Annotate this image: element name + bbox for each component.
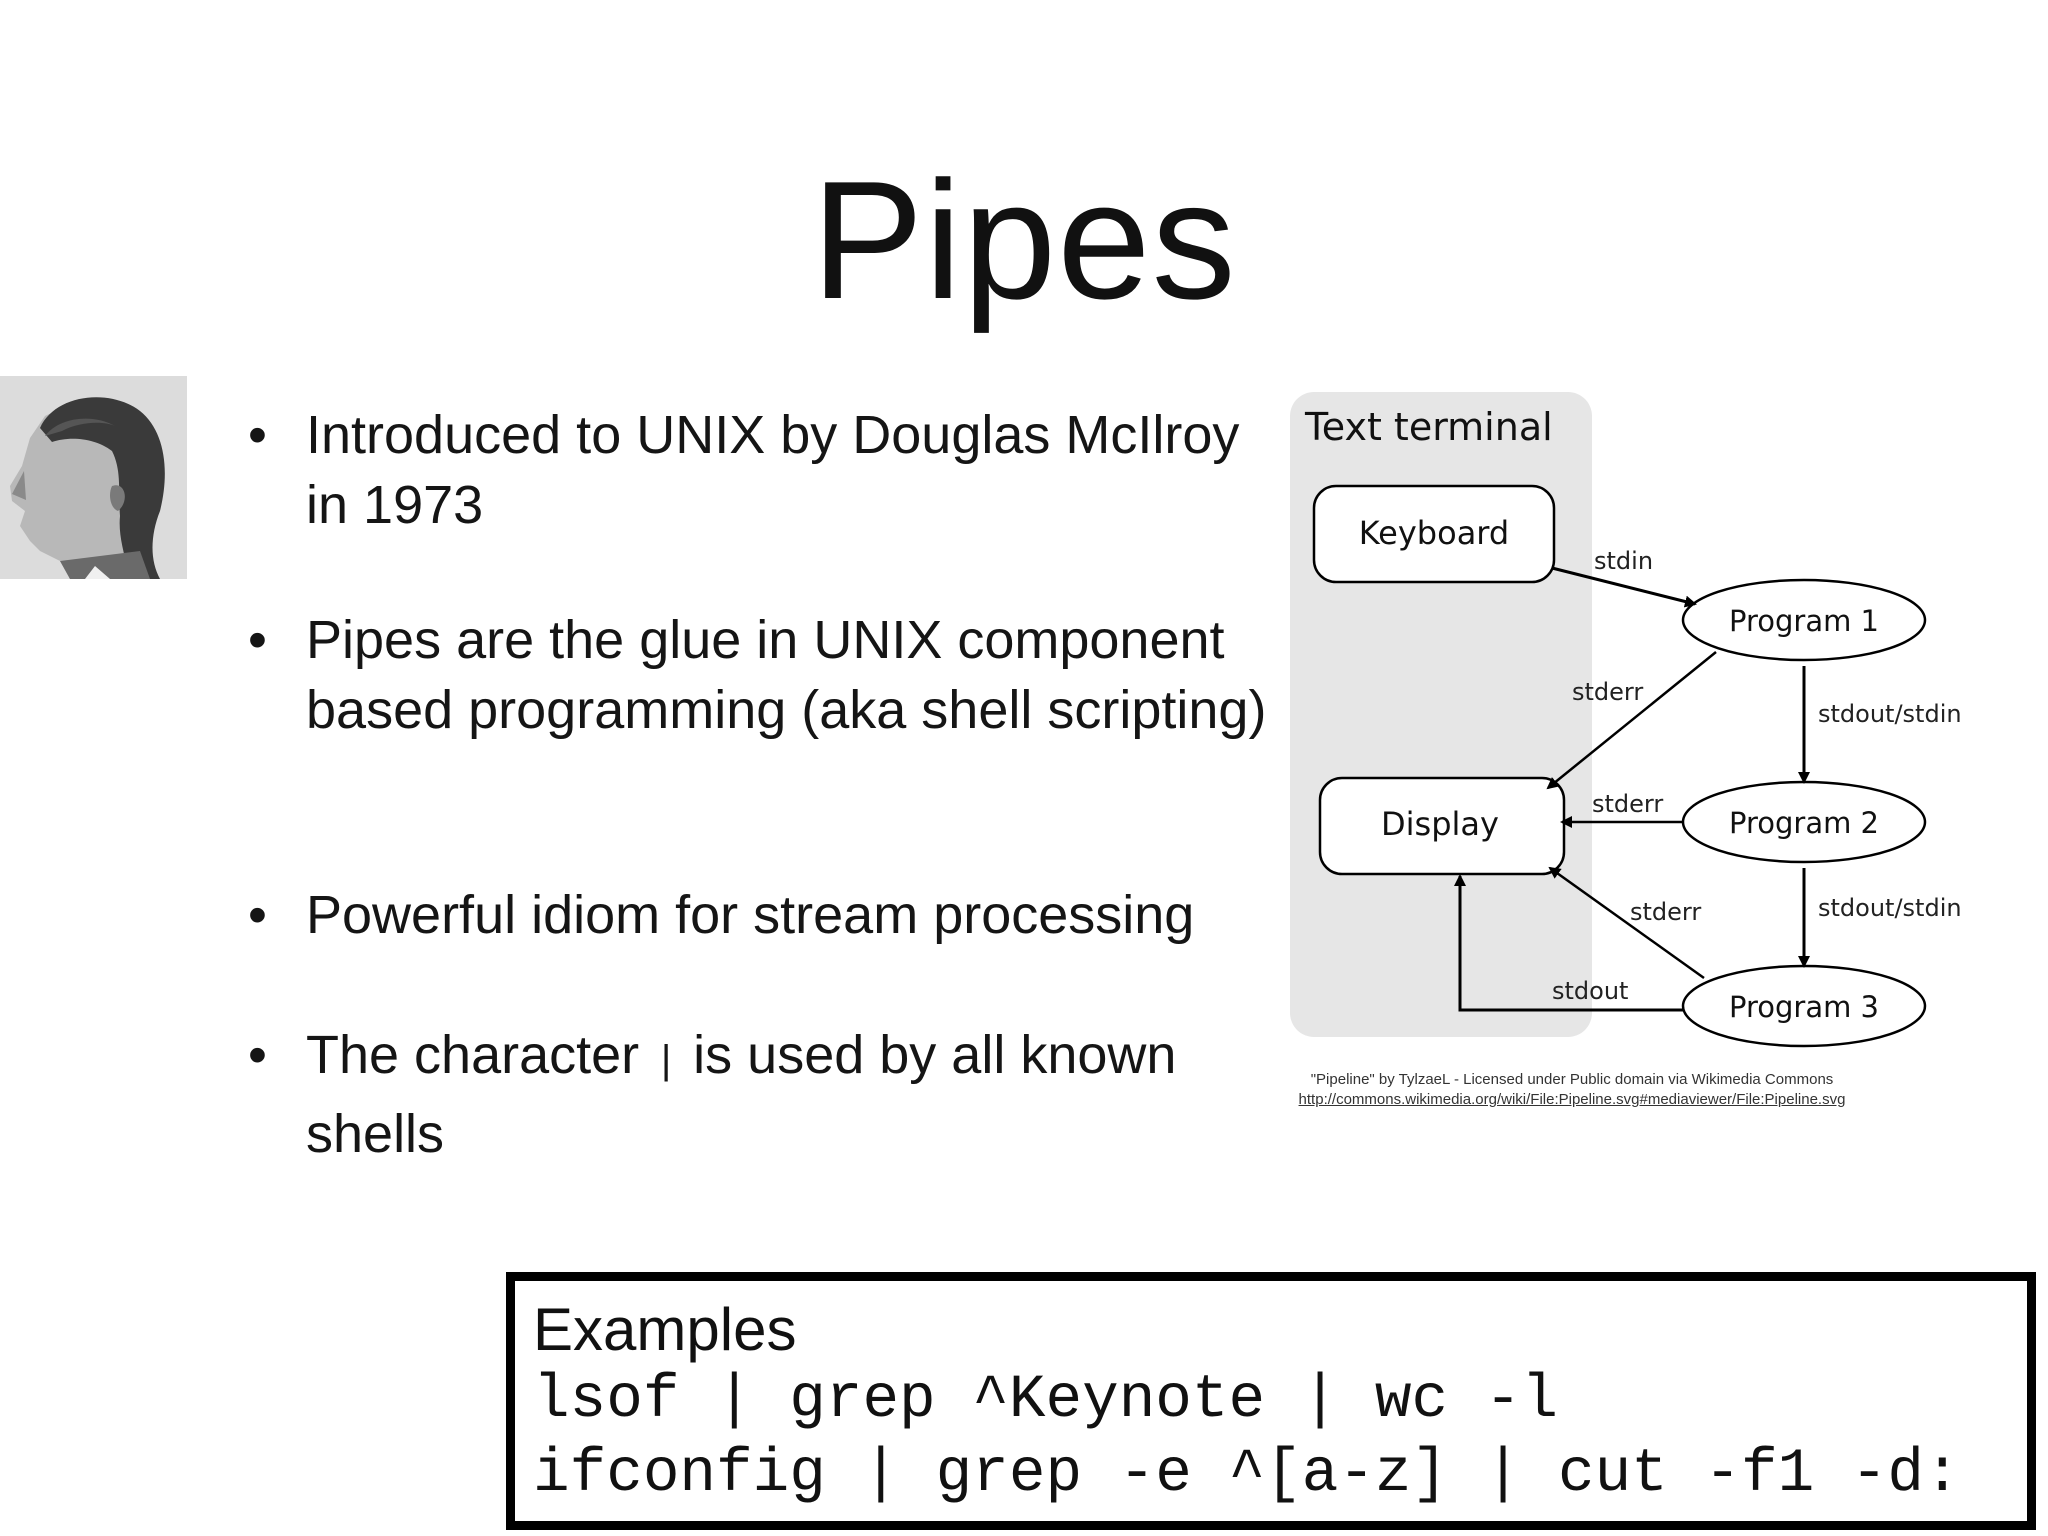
stderr3-label: stderr (1630, 898, 1701, 926)
stdout-stdin2-label: stdout/stdin (1818, 894, 1962, 922)
credit-link[interactable]: http://commons.wikimedia.org/wiki/File:P… (1298, 1091, 1846, 1108)
program2-label: Program 2 (1729, 806, 1879, 840)
stdout-label: stdout (1552, 977, 1628, 1005)
stderr1-arrow (1546, 651, 1717, 790)
program3-label: Program 3 (1729, 990, 1879, 1024)
portrait-photo (0, 376, 187, 579)
examples-heading: Examples (533, 1296, 797, 1363)
stderr2-label: stderr (1592, 790, 1663, 818)
bullet-text: Pipes are the glue in UNIX component bas… (306, 610, 1267, 740)
examples-box: Examples lsof | grep ^Keynote | wc -l if… (506, 1272, 2036, 1530)
bullet-text-after: is used by all known shells (306, 1025, 1177, 1164)
bullet-text: Powerful idiom for stream processing (306, 885, 1195, 945)
bullet-dot: • (248, 610, 267, 670)
keyboard-label: Keyboard (1359, 514, 1509, 552)
pipeline-diagram: Text terminal Keyboard Display Program 1… (1290, 392, 1962, 1048)
stderr3-arrow (1548, 866, 1705, 980)
terminal-label: Text terminal (1304, 405, 1553, 449)
bullet-item: • Introduced to UNIX by Douglas McIlroy … (240, 400, 1280, 540)
bullet-item: • Pipes are the glue in UNIX component b… (240, 605, 1280, 745)
bullet-dot: • (248, 1025, 267, 1085)
bullet-dot: • (248, 405, 267, 465)
program1-node (1681, 578, 1927, 662)
stdin-arrow (1551, 566, 1697, 608)
bullet-text: Introduced to UNIX by Douglas McIlroy in… (306, 405, 1240, 535)
bullet-item: • Powerful idiom for stream processing (240, 880, 1194, 950)
pipe-character: | (654, 1041, 679, 1086)
program1-label: Program 1 (1729, 604, 1879, 638)
slide-title: Pipes (811, 146, 1237, 334)
stdin-label: stdin (1594, 547, 1653, 575)
stdout-arrow (1454, 874, 1683, 1012)
bullet-text-before: The character (306, 1025, 655, 1085)
example-command: lsof | grep ^Keynote | wc -l (533, 1366, 1558, 1435)
display-label: Display (1381, 805, 1499, 843)
keyboard-box (1312, 484, 1556, 584)
credit-text: "Pipeline" by TylzaeL - Licensed under P… (1310, 1071, 1834, 1088)
bullet-dot: • (248, 885, 267, 945)
bullet-item: • The character | is used by all known s… (240, 1020, 1280, 1169)
stdout-stdin1-label: stdout/stdin (1818, 700, 1962, 728)
example-command: ifconfig | grep -e ^[a-z] | cut -f1 -d: (533, 1440, 1961, 1509)
stderr1-label: stderr (1572, 678, 1643, 706)
image-credit: "Pipeline" by TylzaeL - Licensed under P… (1262, 1070, 1882, 1110)
